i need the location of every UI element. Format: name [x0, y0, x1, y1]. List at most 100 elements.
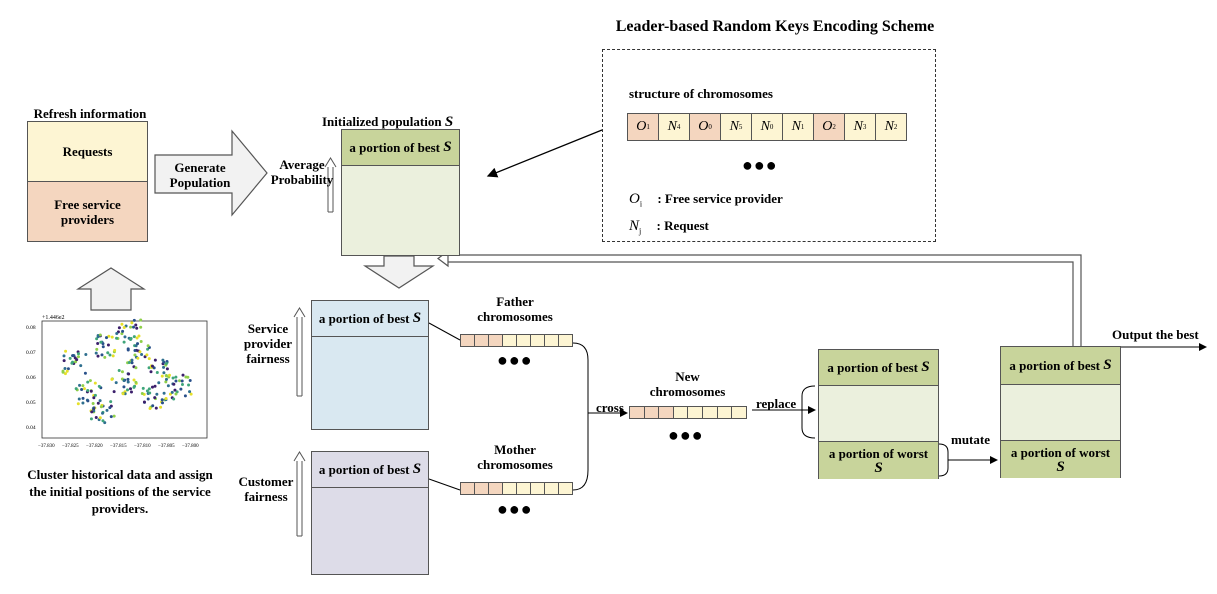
scatter-point — [127, 372, 131, 376]
scatter-point — [141, 386, 145, 390]
mutate-best-cell: a portion of best S — [1001, 347, 1120, 385]
scatter-point — [70, 361, 74, 365]
scatter-point — [147, 366, 151, 370]
scatter-point — [159, 405, 163, 409]
init-pop-symbol: S — [444, 114, 454, 130]
gene-letter: N — [884, 119, 894, 134]
gene-letter: O — [822, 119, 833, 134]
request-text: : Request — [656, 218, 709, 233]
gene-index: 0 — [769, 123, 774, 131]
scatter-point — [108, 406, 112, 410]
feedback-loop-arrow — [448, 254, 1082, 346]
scatter-point — [167, 373, 171, 377]
chromosome-cell — [516, 482, 531, 495]
scatter-point — [186, 375, 190, 379]
scatter-point — [121, 329, 125, 333]
scatter-point — [143, 355, 147, 359]
scatter-point — [114, 381, 118, 385]
chromosome-cell — [643, 406, 660, 419]
chromosome-cell — [544, 334, 559, 347]
gene-letter: N — [853, 119, 863, 134]
replace-best-s: S — [921, 359, 930, 375]
scatter-point — [66, 367, 70, 371]
scatter-point — [110, 377, 114, 381]
service-best-s: S — [412, 310, 422, 326]
scatter-point — [122, 340, 126, 344]
scatter-point — [188, 390, 192, 394]
scatter-point — [117, 326, 121, 330]
scatter-point — [96, 342, 100, 346]
service-fairness-label: Service provider fairness — [243, 321, 293, 366]
cross-label: cross — [596, 400, 624, 415]
scatter-point — [170, 390, 174, 394]
scatter-point — [98, 333, 102, 337]
scatter-point — [120, 370, 124, 374]
scatter-point — [134, 344, 138, 348]
gene-index: 4 — [676, 123, 681, 131]
gene-letter: O — [636, 119, 647, 134]
scatter-point — [155, 371, 159, 375]
father-chromosome — [460, 334, 573, 347]
scatter-point — [130, 361, 134, 365]
scatter-point — [130, 321, 134, 325]
providers-label: Free service providers — [54, 196, 121, 227]
scatter-point — [166, 384, 170, 388]
scatter-point — [122, 379, 126, 383]
scatter-point — [126, 377, 130, 381]
scatter-point — [133, 349, 137, 353]
replace-best-label: a portion of best — [827, 360, 919, 375]
gene-index: 2 — [893, 123, 898, 131]
avg-prob-up-arrow — [324, 157, 337, 213]
service-best-label: a portion of best — [318, 311, 410, 326]
scatter-point — [132, 325, 136, 329]
scatter-point — [149, 370, 153, 374]
chromosome-ellipsis: ●●● — [742, 155, 778, 175]
scatter-point — [183, 394, 187, 398]
scatter-point — [189, 392, 193, 396]
scatter-point — [108, 353, 112, 357]
scatter-y-tick: 0.08 — [26, 325, 36, 331]
scatter-point — [99, 340, 103, 344]
scatter-point — [136, 356, 140, 360]
scatter-point — [147, 357, 151, 361]
scatter-point — [165, 367, 169, 371]
chromosome-cell — [474, 482, 489, 495]
cross-brace — [572, 342, 589, 491]
scatter-point — [90, 410, 94, 414]
scatter-point — [93, 381, 97, 385]
scatter-point — [187, 383, 191, 387]
scatter-point — [172, 397, 176, 401]
scatter-point — [146, 397, 150, 401]
scatter-point — [164, 396, 168, 400]
scatter-point — [86, 389, 90, 393]
chromosome-cell — [488, 334, 503, 347]
scatter-point — [136, 342, 140, 346]
service-pop-box: a portion of best S — [311, 300, 429, 430]
scatter-point — [150, 364, 154, 368]
scatter-svg: +1.446e2 0.080.070.060.050.04 −37.830−37… — [26, 315, 208, 449]
scatter-point — [115, 336, 119, 340]
scatter-point — [157, 381, 161, 385]
gene-letter: O — [698, 119, 709, 134]
scatter-point — [89, 389, 93, 393]
mother-label: Mother chromosomes — [477, 442, 553, 472]
scatter-point — [161, 358, 165, 362]
scatter-point — [91, 401, 95, 405]
provider-text: : Free service provider — [657, 191, 783, 206]
chromosome-cell — [460, 482, 475, 495]
scatter-point — [132, 385, 136, 389]
scatter-y-tick: 0.05 — [26, 400, 36, 406]
provider-symbol: O — [629, 191, 640, 207]
scatter-point — [129, 390, 133, 394]
scatter-point — [126, 380, 130, 384]
father-label: Father chromosomes — [477, 294, 553, 324]
replace-worst-label: a portion of worst — [828, 445, 929, 461]
scatter-point — [174, 375, 178, 379]
scatter-point — [74, 387, 78, 391]
gene-index: 0 — [708, 123, 712, 131]
